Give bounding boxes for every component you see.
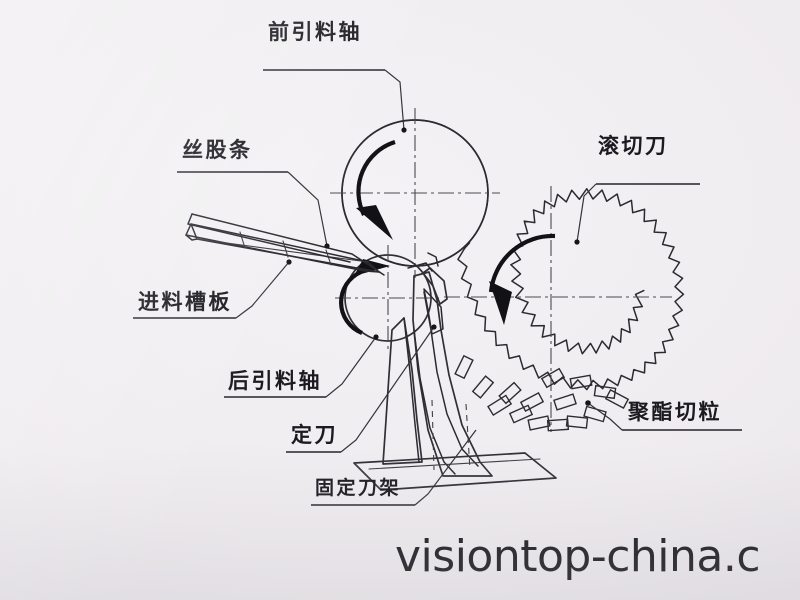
pellet [546,418,570,432]
pellet [498,381,522,405]
label-fixed-blade-holder: 固定刀架 [315,477,402,499]
strand-material [187,213,385,276]
leader-dot [324,243,330,249]
pellet [471,375,495,399]
leader-lines [133,69,742,506]
leader-dot [431,324,437,330]
polyester-pellets [454,354,630,432]
pellet [540,367,566,389]
rotary-cutter-blade [444,186,685,432]
pellet [508,404,534,424]
upper-roller-rotation-arc [356,139,396,216]
pellet [527,415,551,431]
pellet [454,354,474,380]
pellet [487,394,513,417]
upper-roller-rotation-arrowhead [356,205,393,240]
lower-roller-rotation-arc [339,270,363,335]
label-front-feed-shaft: 前引料轴 [268,20,362,44]
leader-dot [574,239,580,245]
pellet [593,384,617,400]
leader-dot [585,400,591,406]
pellet [604,388,630,410]
label-rotary-cutter: 滚切刀 [598,134,669,158]
label-fixed-blade: 定刀 [291,423,338,447]
pellet [565,415,589,429]
leader-dot [401,127,407,133]
label-polyester-pellets: 聚酯切粒 [628,400,722,424]
label-feed-trough-plate: 进料槽板 [138,290,232,314]
label-rear-feed-shaft: 后引料轴 [228,369,322,393]
blade-rotation-arrowhead [489,281,512,325]
base-plate [353,452,557,491]
pellet [553,393,577,411]
fixed-blade-holder [382,252,493,477]
leader-dot [373,334,379,340]
pellet [519,391,545,413]
blade-rotation-arc [488,233,556,293]
leader-dot [286,259,292,265]
label-strand: 丝股条 [182,138,253,162]
fixed-blade [422,267,448,335]
front-feed-roller [330,108,500,278]
feed-trough-plate [185,223,380,273]
watermark: visiontop-china.c [395,531,761,582]
pellet [569,374,593,390]
